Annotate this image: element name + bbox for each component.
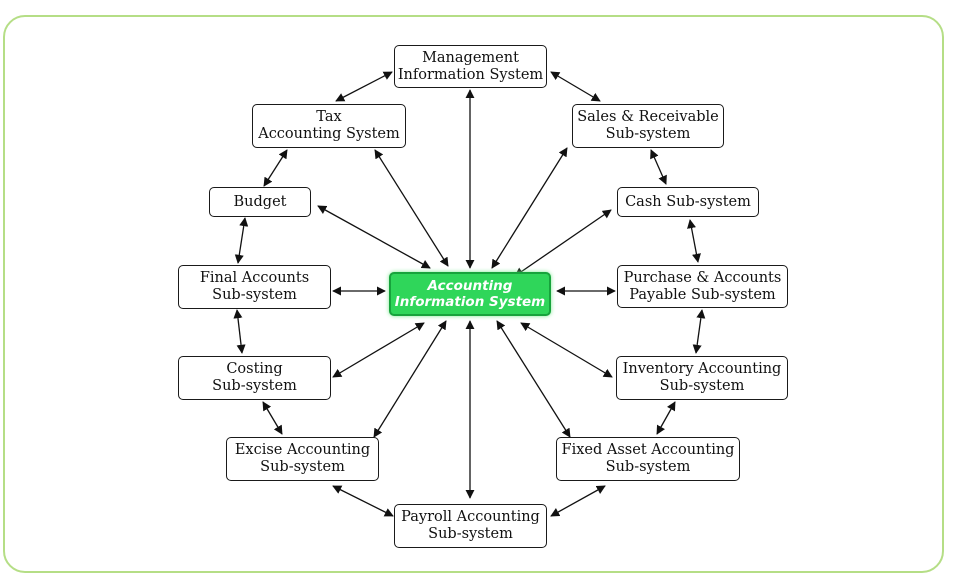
- node-costing: Costing Sub-system: [178, 356, 331, 400]
- node-sales-receivable: Sales & Receivable Sub-system: [572, 104, 724, 148]
- arrow-mis-sales: [550, 71, 601, 102]
- node-fixed-asset-accounting: Fixed Asset Accounting Sub-system: [556, 437, 740, 481]
- node-management-information-system: Management Information System: [394, 45, 547, 88]
- arrow-center-budget: [317, 205, 431, 269]
- arrow-purchase-inventory: [692, 309, 706, 354]
- node-purchase-payable: Purchase & Accounts Payable Sub-system: [617, 265, 788, 308]
- arrow-budget-tax: [263, 149, 288, 187]
- node-excise-accounting: Excise Accounting Sub-system: [226, 437, 379, 481]
- arrow-center-cash: [514, 209, 612, 277]
- arrow-fixed-payroll: [550, 485, 606, 517]
- arrow-center-inventory: [520, 322, 613, 378]
- arrow-excise-costing: [262, 401, 283, 435]
- arrow-inventory-fixed: [656, 401, 676, 435]
- node-accounting-information-system: Accounting Information System: [389, 272, 551, 316]
- arrow-center-sales: [491, 147, 568, 269]
- node-tax-accounting: Tax Accounting System: [252, 104, 406, 148]
- arrow-tax-mis: [335, 71, 393, 102]
- node-budget: Budget: [209, 187, 311, 217]
- arrow-payroll-excise: [332, 485, 394, 517]
- node-final-accounts: Final Accounts Sub-system: [178, 265, 331, 309]
- arrow-center-costing: [332, 322, 425, 378]
- arrow-center-tax: [374, 149, 449, 267]
- node-inventory-accounting: Inventory Accounting Sub-system: [616, 356, 788, 400]
- node-cash: Cash Sub-system: [617, 187, 759, 217]
- arrow-costing-final: [233, 309, 246, 354]
- arrow-center-fixed: [496, 320, 571, 438]
- arrow-sales-cash: [650, 149, 667, 185]
- node-payroll-accounting: Payroll Accounting Sub-system: [394, 504, 547, 548]
- arrow-center-excise: [373, 320, 447, 438]
- arrow-final-budget: [234, 217, 249, 264]
- arrow-cash-purchase: [687, 219, 701, 263]
